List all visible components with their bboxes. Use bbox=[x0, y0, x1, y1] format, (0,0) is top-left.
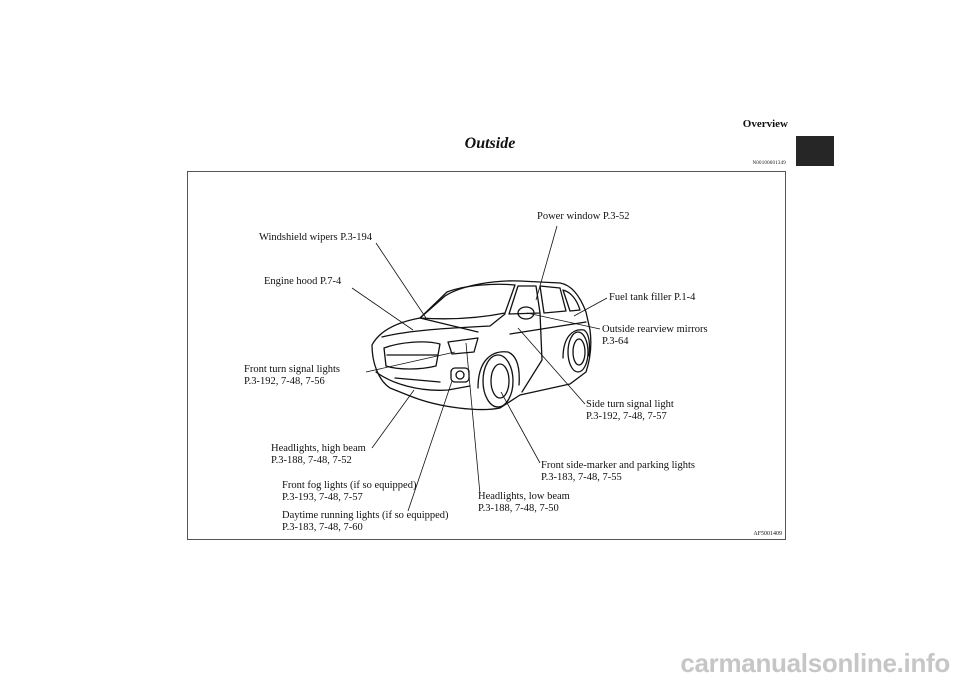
lower-bumper bbox=[375, 371, 471, 391]
callout-engine-hood: Engine hood P.7-4 bbox=[264, 276, 341, 288]
callout-daytime-running-lights-line1: Daytime running lights (if so equipped) bbox=[282, 510, 449, 521]
callout-outside-rearview-mirrors: Outside rearview mirrors P.3-64 bbox=[602, 324, 708, 348]
figure-frame bbox=[187, 171, 786, 540]
door-line bbox=[521, 312, 543, 393]
callout-front-fog-lights-line2: P.3-193, 7-48, 7-57 bbox=[282, 492, 363, 503]
chapter-tab bbox=[796, 136, 834, 166]
leader-engine-hood bbox=[351, 287, 414, 331]
front-wheel-arch bbox=[477, 351, 520, 389]
lower-intake bbox=[394, 377, 441, 383]
callout-outside-rearview-mirrors-line2: P.3-64 bbox=[602, 336, 629, 347]
callout-outside-rearview-mirrors-line1: Outside rearview mirrors bbox=[602, 324, 708, 335]
callout-power-window-line1: Power window P.3-52 bbox=[537, 211, 630, 222]
leader-front-turn-signal bbox=[365, 351, 456, 373]
callout-front-fog-lights-line1: Front fog lights (if so equipped) bbox=[282, 480, 417, 491]
callout-side-turn-signal-light-line2: P.3-192, 7-48, 7-57 bbox=[586, 411, 667, 422]
section-header: Overview bbox=[742, 118, 788, 130]
rear-wheel-arch bbox=[562, 329, 591, 359]
body-side-crease bbox=[509, 321, 587, 335]
callout-windshield-wipers-line1: Windshield wipers P.3-194 bbox=[259, 232, 373, 243]
callout-daytime-running-lights-line2: P.3-183, 7-48, 7-60 bbox=[282, 522, 363, 533]
callout-headlights-low-beam-line1: Headlights, low beam bbox=[478, 491, 570, 502]
callout-daytime-running-lights: Daytime running lights (if so equipped) … bbox=[282, 510, 449, 534]
leader-windshield-wipers bbox=[375, 242, 427, 319]
callout-front-turn-signal-lights-line1: Front turn signal lights bbox=[244, 364, 340, 375]
callout-engine-hood-line1: Engine hood P.7-4 bbox=[264, 276, 342, 287]
car-body-outline bbox=[371, 280, 592, 411]
callout-side-turn-signal-light: Side turn signal light P.3-192, 7-48, 7-… bbox=[586, 399, 674, 423]
callout-windshield-wipers: Windshield wipers P.3-194 bbox=[259, 232, 372, 244]
leader-power-window bbox=[535, 225, 558, 301]
callout-headlights-high-beam: Headlights, high beam P.3-188, 7-48, 7-5… bbox=[271, 443, 366, 467]
front-grille bbox=[383, 341, 441, 370]
leader-front-side-marker bbox=[500, 391, 541, 464]
figure-code: AF5001409 bbox=[753, 531, 782, 537]
fog-light-housing bbox=[450, 367, 470, 383]
side-window-rear bbox=[539, 285, 567, 314]
callout-front-fog-lights: Front fog lights (if so equipped) P.3-19… bbox=[282, 480, 416, 504]
fog-light-lens bbox=[455, 370, 465, 380]
callout-front-turn-signal-lights: Front turn signal lights P.3-192, 7-48, … bbox=[244, 364, 340, 388]
callout-front-side-marker-line1: Front side-marker and parking lights bbox=[541, 460, 695, 471]
callout-fuel-tank-filler: Fuel tank filler P.1-4 bbox=[609, 292, 695, 304]
hood-crease bbox=[419, 317, 479, 333]
leader-side-turn-signal bbox=[517, 327, 586, 405]
watermark: carmanualsonline.info bbox=[680, 648, 950, 678]
side-mirror bbox=[517, 306, 535, 320]
hood-line bbox=[381, 313, 506, 338]
leader-headlights-high-beam bbox=[371, 389, 415, 449]
callout-side-turn-signal-light-line1: Side turn signal light bbox=[586, 399, 674, 410]
leader-outside-rearview-mirrors bbox=[526, 312, 601, 330]
leader-headlights-low-beam bbox=[465, 342, 481, 495]
callout-headlights-high-beam-line1: Headlights, high beam bbox=[271, 443, 366, 454]
callout-fuel-tank-filler-line1: Fuel tank filler P.1-4 bbox=[609, 292, 696, 303]
rear-quarter-window bbox=[562, 289, 581, 312]
section-code: N00100601349 bbox=[752, 161, 786, 166]
callout-headlights-low-beam: Headlights, low beam P.3-188, 7-48, 7-50 bbox=[478, 491, 570, 515]
callout-headlights-low-beam-line2: P.3-188, 7-48, 7-50 bbox=[478, 503, 559, 514]
headlight bbox=[447, 337, 479, 355]
page-title: Outside bbox=[464, 135, 516, 152]
callout-front-side-marker: Front side-marker and parking lights P.3… bbox=[541, 460, 695, 484]
callout-headlights-high-beam-line2: P.3-188, 7-48, 7-52 bbox=[271, 455, 352, 466]
front-wheel bbox=[482, 354, 514, 408]
callout-front-side-marker-line2: P.3-183, 7-48, 7-55 bbox=[541, 472, 622, 483]
leader-fuel-tank-filler bbox=[573, 297, 608, 317]
rear-wheel bbox=[567, 331, 589, 373]
callout-front-turn-signal-lights-line2: P.3-192, 7-48, 7-56 bbox=[244, 376, 325, 387]
leader-daytime-running-lights bbox=[407, 380, 453, 512]
callout-power-window: Power window P.3-52 bbox=[537, 211, 629, 223]
windshield bbox=[419, 283, 516, 320]
